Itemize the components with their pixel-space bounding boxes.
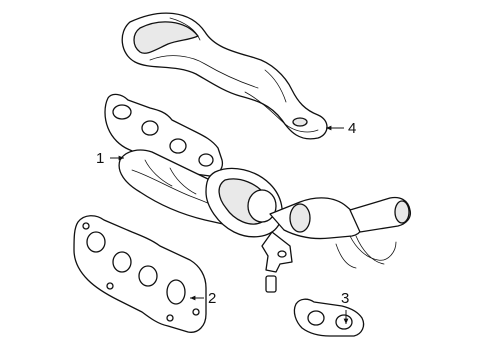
callout-3: 3 [341, 290, 349, 307]
manifold-gasket [73, 215, 207, 333]
heat-shield [121, 12, 328, 140]
exhaust-manifold [104, 93, 412, 293]
callout-2: 2 [208, 290, 216, 307]
flange-gasket [293, 298, 365, 337]
callout-1: 1 [96, 150, 104, 167]
callout-4: 4 [348, 120, 356, 137]
